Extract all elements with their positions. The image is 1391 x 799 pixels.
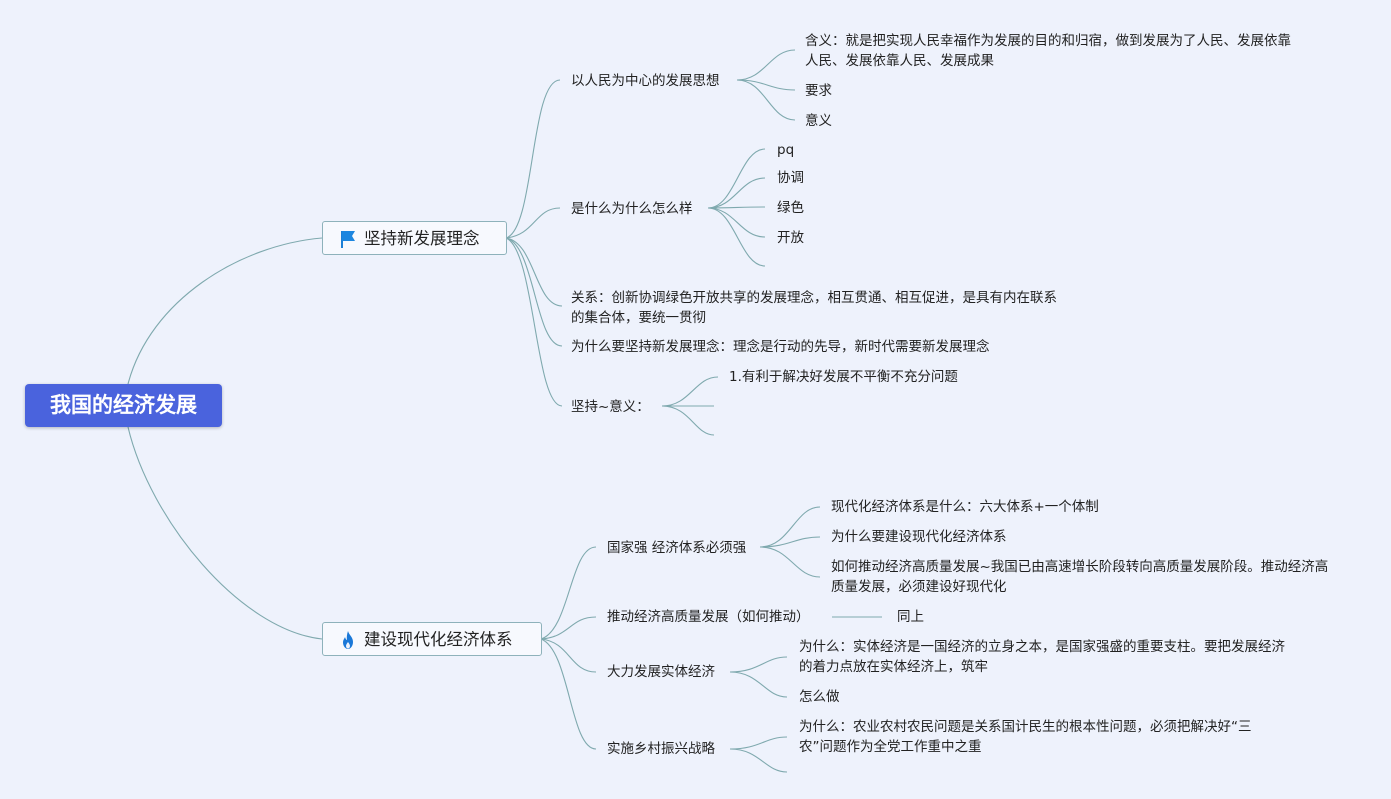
link-real-how <box>729 671 788 698</box>
link-root-branch2 <box>127 426 323 640</box>
link-people-sig <box>736 79 796 121</box>
topic-significance[interactable]: 意义 <box>805 113 832 129</box>
fire-icon <box>343 631 353 649</box>
topic-item-green[interactable]: 绿色 <box>777 200 804 216</box>
topic-real-economy-why[interactable]: 为什么：实体经济是一国经济的立身之本，是国家强盛的重要支柱。要把发展经济的着力点… <box>799 639 1285 675</box>
link-adhere-1 <box>661 376 719 407</box>
link-b1-why <box>505 237 563 347</box>
branch-label: 坚持新发展理念 <box>364 229 480 248</box>
topic-people-centered[interactable]: 以人民为中心的发展思想 <box>571 73 720 89</box>
topic-rural-revitalization[interactable]: 实施乡村振兴战略 <box>607 741 715 757</box>
topic-why-adhere[interactable]: 为什么要坚持新发展理念：理念是行动的先导，新时代需要新发展理念 <box>571 339 990 355</box>
link-people-meaning <box>736 49 796 81</box>
link-strong-why <box>759 536 821 548</box>
link-strong-how <box>759 546 821 578</box>
topic-same-as-above[interactable]: 同上 <box>897 609 924 625</box>
topic-what-why-how[interactable]: 是什么为什么怎么样 <box>571 201 693 217</box>
topic-what-modern-system[interactable]: 现代化经济体系是什么：六大体系+一个体制 <box>831 499 1099 515</box>
link-b2-promote <box>540 616 597 640</box>
link-people-req <box>736 79 796 91</box>
topic-real-economy-how[interactable]: 怎么做 <box>799 689 840 705</box>
link-strong-what <box>759 506 821 548</box>
link-b1-people <box>505 79 561 239</box>
link-b2-strong <box>540 546 597 640</box>
root-topic[interactable]: 我国的经济发展 <box>25 384 222 427</box>
topic-why-build[interactable]: 为什么要建设现代化经济体系 <box>831 529 1007 545</box>
branch-new-development-concept[interactable]: 坚持新发展理念 <box>322 221 507 255</box>
link-real-why <box>729 656 788 673</box>
flag-icon <box>341 231 355 248</box>
link-b1-adhere <box>505 237 563 407</box>
topic-requirement[interactable]: 要求 <box>805 83 832 99</box>
link-adhere-3 <box>661 405 715 436</box>
link-rural-why <box>729 736 788 750</box>
link-b1-whatwhy <box>505 207 561 239</box>
link-what-green <box>707 206 766 209</box>
topic-item-open[interactable]: 开放 <box>777 230 804 246</box>
topic-rural-why[interactable]: 为什么：农业农村农民问题是关系国计民生的根本性问题，必须把解决好“三农”问题作为… <box>799 719 1252 755</box>
link-what-empty <box>707 207 766 267</box>
topic-how-promote[interactable]: 如何推动经济高质量发展~我国已由高速增长阶段转向高质量发展阶段。推动经济高质量发… <box>831 559 1329 595</box>
topic-adhere-meaning[interactable]: 坚持~意义： <box>571 399 650 415</box>
link-root-branch1 <box>127 237 323 385</box>
topic-item-pq[interactable]: pq <box>777 142 795 158</box>
topic-adhere-item-1[interactable]: 1.有利于解决好发展不平衡不充分问题 <box>729 369 958 385</box>
branch-label: 建设现代化经济体系 <box>364 630 513 649</box>
topic-item-coordination[interactable]: 协调 <box>777 170 804 186</box>
link-b2-real <box>540 638 597 673</box>
link-b1-relation <box>505 237 563 307</box>
link-rural-empty <box>729 748 788 773</box>
topic-meaning[interactable]: 含义：就是把实现人民幸福作为发展的目的和归宿，做到发展为了人民、发展依靠人民、发… <box>805 33 1291 69</box>
topic-real-economy[interactable]: 大力发展实体经济 <box>607 664 715 680</box>
topic-strong-economy[interactable]: 国家强 经济体系必须强 <box>607 540 747 556</box>
branch-modern-economic-system[interactable]: 建设现代化经济体系 <box>322 622 542 656</box>
link-what-pq <box>707 148 766 209</box>
topic-relation[interactable]: 关系：创新协调绿色开放共享的发展理念，相互贯通、相互促进，是具有内在联系的集合体… <box>571 290 1057 326</box>
link-b2-rural <box>540 638 597 750</box>
link-what-coord <box>707 177 766 209</box>
link-what-open <box>707 207 766 238</box>
topic-promote-quality[interactable]: 推动经济高质量发展（如何推动） <box>607 609 810 625</box>
